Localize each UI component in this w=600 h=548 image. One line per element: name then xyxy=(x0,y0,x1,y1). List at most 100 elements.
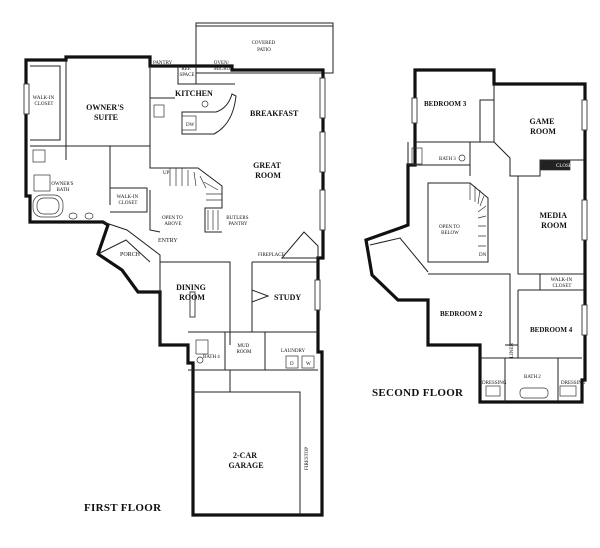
window xyxy=(314,279,321,311)
dryer-box xyxy=(285,355,299,369)
fireplace-label: FIREPLACE xyxy=(258,253,285,258)
porch-label: PORCH xyxy=(120,252,141,258)
great-room-wall xyxy=(149,146,165,233)
owners-toilet xyxy=(32,149,46,163)
owners-bath-label: OWNER'S BATH xyxy=(51,182,74,193)
dressing-left-label: DRESSING xyxy=(482,381,507,386)
game-room-walls xyxy=(493,141,585,177)
dressing-right-label: DRESSING xyxy=(561,381,586,386)
second-floor-plan: BEDROOM 3 GAME ROOM BATH 3 CLOSET MEDIA … xyxy=(364,68,588,404)
window xyxy=(319,189,326,231)
owners-bath-walls xyxy=(30,145,111,205)
window xyxy=(189,291,196,318)
window xyxy=(581,304,588,336)
bedroom-3-walls xyxy=(415,84,495,143)
walk-in-closet-2f-label: WALK-IN CLOSET xyxy=(551,278,574,289)
study-label: STUDY xyxy=(274,293,301,302)
wic-2-walls xyxy=(110,187,148,213)
covered-patio-label: COVERED PATIO xyxy=(252,41,277,53)
bedroom-3-label: BEDROOM 3 xyxy=(424,100,467,108)
media-room-label: MEDIA ROOM xyxy=(539,211,568,230)
bedroom-2-label: BEDROOM 2 xyxy=(440,310,483,318)
firestop-label: FIRESTOP xyxy=(305,447,310,470)
window xyxy=(319,77,326,119)
bedroom-4-label: BEDROOM 4 xyxy=(530,326,573,334)
washer-label: W xyxy=(306,362,311,367)
bedroom-4-walls xyxy=(517,274,585,358)
kitchen-counter xyxy=(149,66,235,130)
open-to-above-label: OPEN TO ABOVE xyxy=(162,216,184,227)
dn-label: DN xyxy=(479,253,487,258)
first-floor-title: FIRST FLOOR xyxy=(84,502,162,514)
dining-room-label: DINING ROOM xyxy=(176,283,208,302)
bay-window xyxy=(369,237,429,273)
butlers-pantry-label: BUTLERS PANTRY xyxy=(226,216,249,227)
bath-3-walls xyxy=(407,142,471,176)
up-label: UP xyxy=(163,171,170,176)
entry-label: ENTRY xyxy=(158,238,178,244)
kitchen-sink xyxy=(201,100,209,108)
bath-3-tub xyxy=(411,147,423,165)
open-to-below-label: OPEN TO BELOW xyxy=(439,225,461,236)
bath-4-label: BATH 4 xyxy=(203,355,220,360)
owners-sink-2 xyxy=(84,212,94,220)
bath-3-label: BATH 3 xyxy=(439,157,456,162)
stair-treads xyxy=(169,168,222,230)
bath-3-sink xyxy=(458,154,466,162)
bedroom-2-walls xyxy=(428,273,511,345)
breakfast-label: BREAKFAST xyxy=(250,109,299,118)
laundry-label: LAUNDRY xyxy=(281,349,306,354)
study-door-swing xyxy=(251,289,270,303)
dressing-sink-left xyxy=(485,385,501,397)
closet-box xyxy=(539,159,571,171)
garage-label: 2-CAR GARAGE xyxy=(228,451,263,470)
bath-2-tub xyxy=(519,387,549,399)
owners-tub xyxy=(32,194,64,218)
bath-2-label: BATH 2 xyxy=(524,375,541,380)
first-floor-exterior-wall xyxy=(24,55,325,517)
owners-shower xyxy=(33,174,51,192)
dw-label: DW xyxy=(186,123,195,128)
window xyxy=(319,131,326,173)
linen-label: LINEN xyxy=(510,343,515,358)
dining-room-walls xyxy=(159,261,231,345)
dw-box xyxy=(181,115,197,131)
garage-walls xyxy=(193,391,301,515)
dressing-sink-right xyxy=(559,385,577,397)
first-floor-plan: COVERED PATIO PANTRY REF. SPACE OVEN/ MI… xyxy=(23,22,334,517)
owners-suite-label: OWNER'S SUITE xyxy=(86,103,126,122)
media-room-walls xyxy=(517,176,585,275)
open-to-below-outline xyxy=(427,182,489,263)
window xyxy=(581,199,588,241)
window xyxy=(23,83,30,115)
walk-in-closet-label: WALK-IN CLOSET xyxy=(33,96,56,107)
covered-patio-outline xyxy=(195,22,334,74)
bath4-sink xyxy=(196,356,204,364)
closet-label: CLOSET xyxy=(556,164,575,169)
bath-2-walls xyxy=(480,344,582,402)
bath4-toilet xyxy=(195,339,209,355)
porch-wall xyxy=(97,239,151,263)
fireplace-shape xyxy=(280,231,319,259)
washer-box xyxy=(301,355,315,369)
mud-laundry-walls xyxy=(188,331,318,371)
kitchen-label: KITCHEN xyxy=(175,89,213,98)
walk-in-closet-2-label: WALK-IN CLOSET xyxy=(117,195,140,206)
oven-micro-label: OVEN/ MICRO xyxy=(214,61,231,72)
window xyxy=(581,99,588,131)
cooktop xyxy=(153,104,165,118)
window xyxy=(411,97,418,124)
staircase-outline xyxy=(165,167,223,233)
dryer-label: D xyxy=(290,362,294,367)
second-floor-title: SECOND FLOOR xyxy=(372,387,464,399)
stair-treads-2 xyxy=(469,183,487,247)
ref-space-label: REF. SPACE xyxy=(179,67,194,78)
owners-sink-1 xyxy=(68,212,78,220)
mud-room-label: MUD ROOM xyxy=(236,344,252,355)
great-room-label: GREAT ROOM xyxy=(253,161,283,180)
owners-tub-inner xyxy=(36,197,60,215)
kitchen-island xyxy=(181,93,237,135)
walk-in-closet-walls xyxy=(30,65,61,141)
game-room-label: GAME ROOM xyxy=(530,117,557,136)
